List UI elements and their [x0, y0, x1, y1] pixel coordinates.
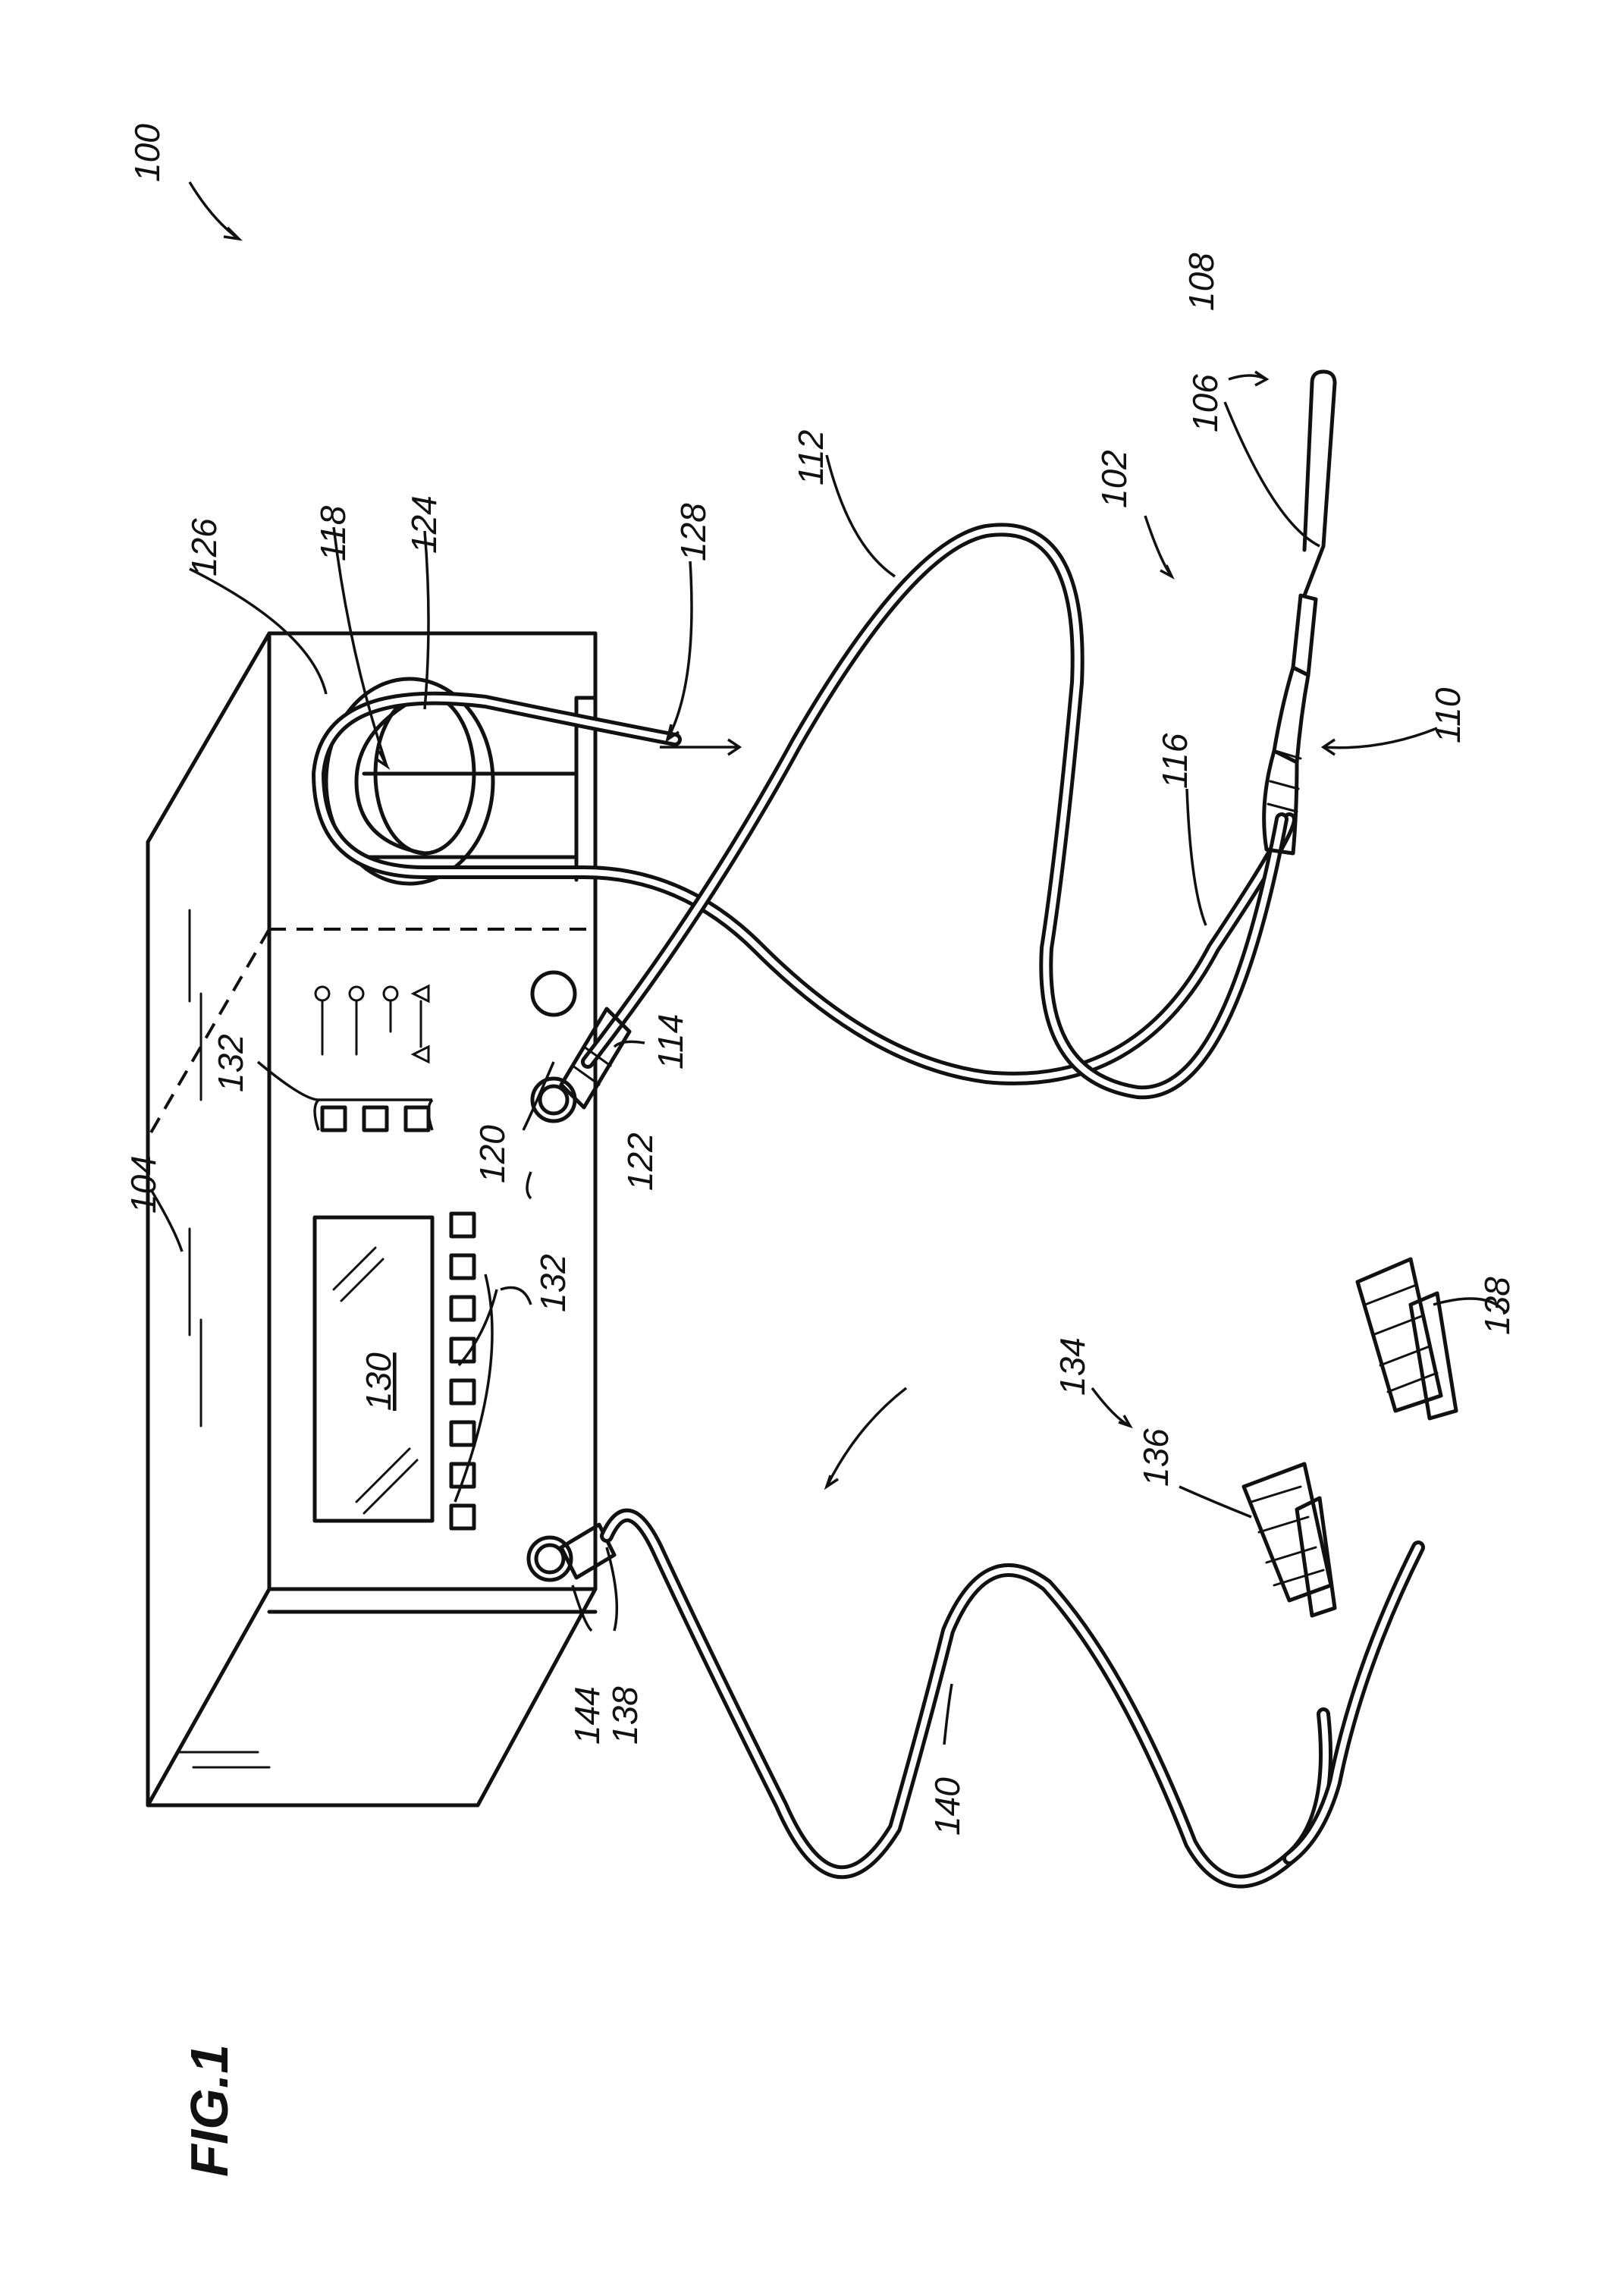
label-106: 106 — [1185, 374, 1225, 432]
label-138-clip: 138 — [1477, 1277, 1517, 1335]
label-102: 102 — [1094, 450, 1134, 508]
label-100: 100 — [127, 124, 167, 182]
label-126: 126 — [184, 518, 224, 576]
label-108: 108 — [1182, 253, 1221, 311]
label-136: 136 — [1136, 1428, 1176, 1487]
label-104: 104 — [124, 1155, 163, 1214]
label-120: 120 — [472, 1125, 512, 1183]
handpiece — [1264, 372, 1335, 853]
label-124: 124 — [404, 495, 444, 554]
indicator-glyphs — [315, 986, 428, 1062]
buttons-132 — [322, 1107, 474, 1528]
label-110: 110 — [1428, 687, 1467, 743]
tubing-126 — [319, 699, 1289, 1079]
label-116: 116 — [1155, 733, 1194, 789]
label-132-mid: 132 — [533, 1254, 573, 1312]
label-122: 122 — [620, 1132, 660, 1191]
clip-138 — [1358, 1259, 1456, 1418]
label-118: 118 — [313, 505, 353, 561]
label-140: 140 — [928, 1777, 967, 1836]
return-cable-140 — [607, 1515, 1418, 1882]
label-114: 114 — [651, 1014, 690, 1069]
label-130: 130 — [359, 1352, 398, 1411]
clip-136 — [1244, 1464, 1335, 1616]
label-144: 144 — [567, 1686, 607, 1745]
label-112: 112 — [791, 430, 830, 485]
label-134: 134 — [1053, 1337, 1092, 1396]
label-138-plug: 138 — [605, 1686, 645, 1745]
label-128: 128 — [673, 503, 713, 561]
leader-lines — [152, 182, 1505, 1745]
figure-label: FIG.1 — [180, 2044, 239, 2177]
label-132-top: 132 — [211, 1034, 250, 1092]
